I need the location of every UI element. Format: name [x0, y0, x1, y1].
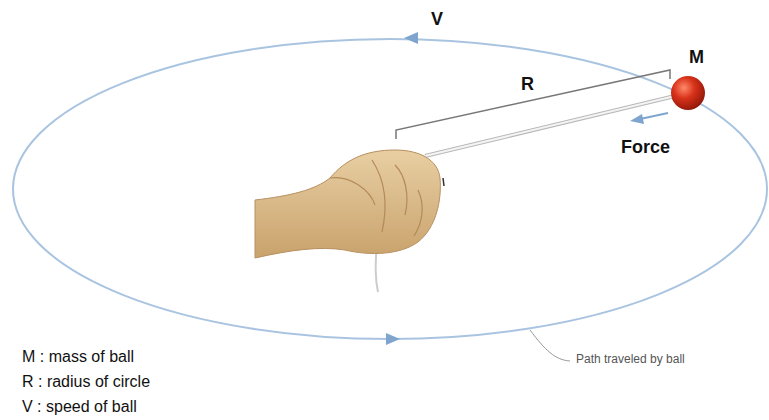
- leader-line: [530, 330, 570, 361]
- force-arrow: [640, 113, 668, 119]
- path-caption: Path traveled by ball: [576, 353, 685, 365]
- ball: [671, 76, 705, 110]
- mass-symbol: M: [689, 48, 704, 66]
- thumb-line: [330, 178, 375, 205]
- legend-definition: V : speed of ball: [22, 399, 137, 415]
- fist: [255, 150, 440, 258]
- path-arrowhead: [404, 32, 418, 44]
- string: [425, 96, 675, 156]
- legend-definition: R : radius of circle: [22, 374, 150, 390]
- legend-definition: M : mass of ball: [22, 349, 134, 365]
- string-tip: [443, 178, 444, 186]
- radius-symbol: R: [521, 75, 534, 93]
- speed-symbol: V: [431, 10, 443, 28]
- force-arrowhead: [630, 114, 644, 124]
- string: [425, 96, 675, 156]
- path-arrowhead: [386, 333, 400, 345]
- force-label: Force: [621, 138, 670, 156]
- ball-path: [13, 39, 767, 339]
- finger-lines: [372, 160, 422, 236]
